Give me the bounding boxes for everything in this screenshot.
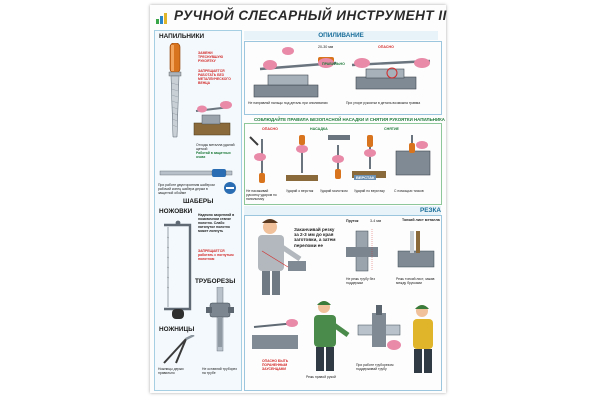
rezka-danger-label: ОПАСНО БЫТЬ ПОРАНЕННЫМ ЗАУСЕНЦАМИ <box>262 359 289 371</box>
shabery-header: ШАБЕРЫ <box>183 198 214 205</box>
left-column <box>154 30 242 391</box>
pipecutter-figure <box>206 287 234 352</box>
rule-verstak-label: ВЕРСТАК <box>354 175 377 180</box>
files-note-2: Работай в защитных очках <box>196 151 231 159</box>
files-note-1: Отходы металла удаляй щеткой <box>196 143 235 151</box>
rezka-note-pipe: Не режь трубу без поддержки <box>346 277 375 285</box>
rezka-header: РЕЗКА <box>244 206 441 215</box>
hacksaw-figure <box>164 220 192 319</box>
hacksaw-header: НОЖОВКИ <box>159 208 193 215</box>
rule-figures <box>249 135 431 183</box>
rezka-prutok-figure <box>346 229 378 272</box>
rezka-worker-note: Заканчивай резку за 2-3 мм до края загот… <box>294 227 336 248</box>
opilivanie-dim: 20-30 мм <box>318 45 334 49</box>
rule-caption-5: С помощью тисков <box>394 189 424 193</box>
rezka-worker-figure <box>258 219 306 295</box>
pipecutter-note: Не оставляй труборез на трубе <box>202 367 237 375</box>
no-entry-icon <box>224 182 236 194</box>
hacksaw-warn: ЗАПРЕЩАЕТСЯ работать с погнутым полотном <box>198 249 234 261</box>
poster: РУЧНОЙ СЛЕСАРНЫЙ ИНСТРУМЕНТ II НАПИЛЬНИК… <box>150 5 446 393</box>
rezka-note-bottom2: Режь правой рукой <box>306 375 336 379</box>
opilivanie-danger-label: ОПАСНО <box>378 45 394 49</box>
poster-title: РУЧНОЙ СЛЕСАРНЫЙ ИНСТРУМЕНТ II <box>174 8 447 23</box>
rezka-prutok-label: Пруток <box>346 219 359 223</box>
rule-caption-4: Ударяй по верстаку <box>354 189 385 193</box>
rezka-worker3-figure <box>413 305 433 373</box>
rezka-list-label: Тонкий лист металла <box>402 218 440 222</box>
logo-icon <box>156 13 167 24</box>
shaber-figure <box>159 169 233 177</box>
rezka-sheet-figure <box>397 231 435 268</box>
pipecutter-header: ТРУБОРЕЗЫ <box>195 278 236 285</box>
rezka-panel <box>244 215 442 391</box>
rule-caption-1: Не насаживай рукоятку ударом по напильни… <box>246 189 277 201</box>
rule-header: СОБЛЮДАЙТЕ ПРАВИЛА БЕЗОПАСНОЙ НАСАДКИ И … <box>254 117 445 122</box>
opilivanie-correct-figure <box>253 47 337 98</box>
rezka-bottom-left-figure <box>252 319 298 349</box>
rule-caption-2: Ударяй о верстак <box>286 189 314 193</box>
shabery-note: При работе двусторонним шабером рабочий … <box>158 183 215 195</box>
file-figure <box>168 43 182 138</box>
rule-nasadka-label: НАСАДКА <box>310 127 328 131</box>
rule-snyatie-label: СНЯТИЕ <box>384 127 399 131</box>
scissors-figure <box>163 335 195 364</box>
rezka-note-sheet: Режь тонкий лист, зажав между брусками <box>396 277 435 285</box>
scissors-note: Ножницы держи правильно <box>158 367 184 375</box>
rezka-note-bottom: При работе труборезом поддерживай трубу <box>356 363 394 371</box>
rezka-worker2-figure <box>314 301 350 371</box>
rezka-dim-top: 3-4 мм <box>370 219 382 223</box>
opilivanie-correct-label: ПРАВИЛЬНО <box>322 62 345 66</box>
file-in-hand-figure <box>193 101 232 136</box>
scissors-header: НОЖНИЦЫ <box>159 326 195 333</box>
rule-caption-3: Ударяй молотком <box>320 189 348 193</box>
rezka-pipecut-figure <box>357 305 401 350</box>
opilivanie-note-right: При упоре рукоятки в деталь возможна тра… <box>346 101 421 105</box>
hacksaw-note: Надежно закрепляй в ножовочном станке по… <box>198 213 235 233</box>
opilivanie-danger-figure <box>351 58 431 90</box>
opilivanie-note-left: Не направляй пальцы под деталь при опили… <box>248 101 328 105</box>
opilivanie-panel <box>244 41 442 115</box>
rule-danger-label: ОПАСНО <box>262 127 278 131</box>
files-warn-2: ЗАПРЕЩАЕТСЯ РАБОТАТЬ БЕЗ МЕТАЛЛИЧЕСКОГО … <box>198 69 231 85</box>
opilivanie-header: ОПИЛИВАНИЕ <box>244 31 438 40</box>
files-header: НАПИЛЬНИКИ <box>159 33 205 40</box>
files-warn-1: ЗАМЕНИ ТРЕСНУВШУЮ РУКОЯТКУ <box>198 51 224 63</box>
rule-panel <box>244 123 442 205</box>
